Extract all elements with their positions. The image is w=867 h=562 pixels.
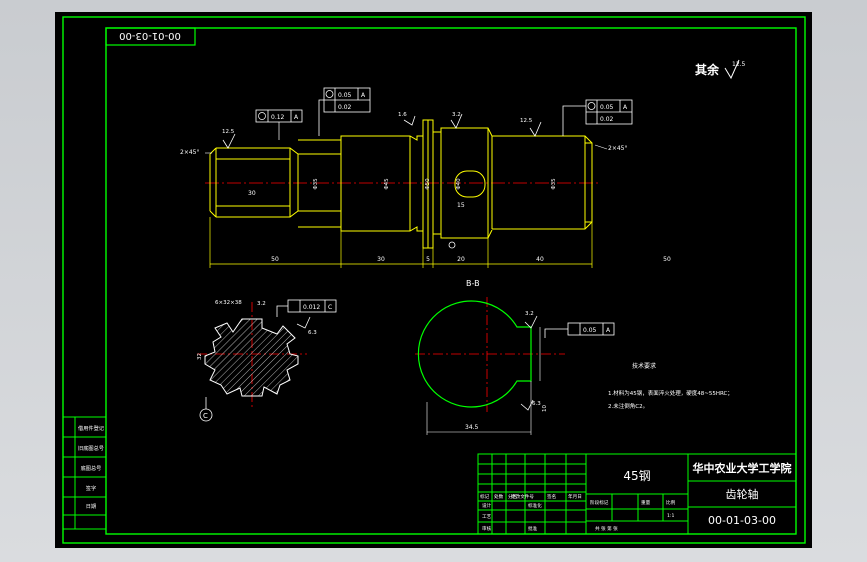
tol-datum: A [361,92,366,99]
roughness-value: 1.6 [398,112,407,118]
roughness-value: 3.2 [525,311,534,317]
title-block [477,453,797,535]
dim-dia-collar: Φ50 [425,178,431,190]
dim-key-depth: 10 [542,405,548,412]
title-row-label: 签名 [547,493,556,500]
dim-dia-spline: Φ35 [313,178,319,190]
roughness-value: 6.3 [308,330,317,336]
dim-len-shoulder: 30 [377,256,385,263]
title-row-label: 更改文件号 [511,493,534,500]
dim-len-journal: 40 [536,256,544,263]
tol-datum: A [606,327,611,334]
dim-dia-journal: Φ35 [551,178,557,190]
tol-value: 0.05 [338,92,352,99]
tolerance-frame-spline-pos [276,299,337,317]
dim-spline-label: 6×32×38 [215,300,242,306]
title-part-name: 齿轮轴 [726,487,759,501]
sheet-border [62,16,806,544]
title-row-label: 处数 [494,493,504,500]
left-strip-item: 旧底图总号 [78,444,104,452]
tol-value: 0.02 [600,116,614,123]
drawing-number-tab-text: 00-01-03-00 [119,30,181,41]
title-row-label: 分区 [508,493,518,500]
dim-section-width: 34.5 [465,424,479,431]
dimension-chain [209,217,593,268]
title-col-label: 阶段标记 [590,499,609,506]
datum-c-label: C [203,412,208,420]
title-row-label: 标准化 [528,502,542,509]
left-strip-item: 借用件登记 [78,424,104,432]
section-dimensions [426,327,541,435]
drawing-number-tab: 00-01-03-00 [105,27,196,46]
tol-value: 0.012 [303,304,320,311]
title-row-label: 标记 [480,493,490,500]
title-drawing-number: 00-01-03-00 [708,514,776,527]
tolerance-frame-shoulder [318,87,371,136]
title-row-label: 审核 [482,525,492,532]
dim-key-15: 15 [457,202,465,209]
tol-value: 0.05 [600,104,614,111]
tolerance-frame-runout-spline: 0.12 A [255,109,303,140]
dim-dia-shoulder: Φ45 [384,178,390,190]
section-label: B-B [466,279,480,288]
tol-datum: A [294,114,299,121]
cad-drawing: 00-01-03-00 借用件登记 旧底图总号 底图总号 签字 日期 [62,16,806,544]
dim-dia-key: Φ40 [456,178,462,190]
roughness-value: 12.5 [222,129,235,135]
chamfer-right-label: 2×45° [608,145,627,152]
tol-value: 0.05 [583,327,597,334]
keyway-section [417,300,532,408]
left-strip-item: 签字 [86,484,96,492]
title-row-label: 批准 [528,525,538,532]
tol-datum: C [328,304,332,311]
tol-datum: A [623,104,628,111]
title-col-label: 重量 [641,499,651,506]
dim-len-collar: 5 [426,256,430,263]
datum-c-marker [199,397,213,422]
roughness-symbol-default [724,59,740,80]
title-school: 华中农业大学工学院 [693,461,792,475]
dim-inner-30: 30 [248,190,256,197]
dim-total: 50 [663,256,671,263]
title-col-label: 比例 [666,499,676,506]
tech-req-line1: 1.材料为45钢，表面淬火处理，硬度48~55HRC； [608,389,733,397]
tol-value: 0.12 [271,114,285,121]
roughness-symbols-spline [296,316,311,329]
roughness-value: 12.5 [732,61,746,68]
roughness-value: 3.2 [452,112,461,118]
title-material: 45钢 [623,469,650,483]
title-row-label: 设计 [482,502,492,509]
roughness-value: 12.5 [520,118,533,124]
left-strip-item: 日期 [86,503,96,510]
roughness-symbols-section [520,315,538,411]
title-row-label: 年月日 [568,493,582,500]
finish-note: 其余 [695,62,720,77]
tolerance-frame-keyway [544,322,615,338]
left-strip-item: 底图总号 [81,464,102,472]
roughness-value: 3.2 [257,301,266,307]
title-scale: 1:1 [667,513,674,519]
roughness-value: 6.3 [532,401,541,407]
centre-hole-mark [448,241,456,249]
spline-section [204,318,299,397]
dim-len-spline: 50 [271,256,279,263]
tolerance-frame-journal [562,99,633,136]
title-row-label: 工艺 [482,514,492,520]
left-strip [62,416,107,530]
title-sheet: 共 张 第 张 [595,525,618,532]
tech-req-title: 技术要求 [632,362,656,370]
dim-len-key: 20 [457,256,465,263]
roughness-symbols [222,113,542,149]
tol-value: 0.02 [338,104,352,111]
shaft-outline [209,119,593,249]
drawing-canvas[interactable]: 00-01-03-00 借用件登记 旧底图总号 底图总号 签字 日期 [55,12,812,548]
chamfer-left-label: 2×45° [180,149,199,156]
tech-req-line2: 2.未注倒角C2。 [608,402,648,410]
dim-spline-minor: 32 [197,353,203,360]
